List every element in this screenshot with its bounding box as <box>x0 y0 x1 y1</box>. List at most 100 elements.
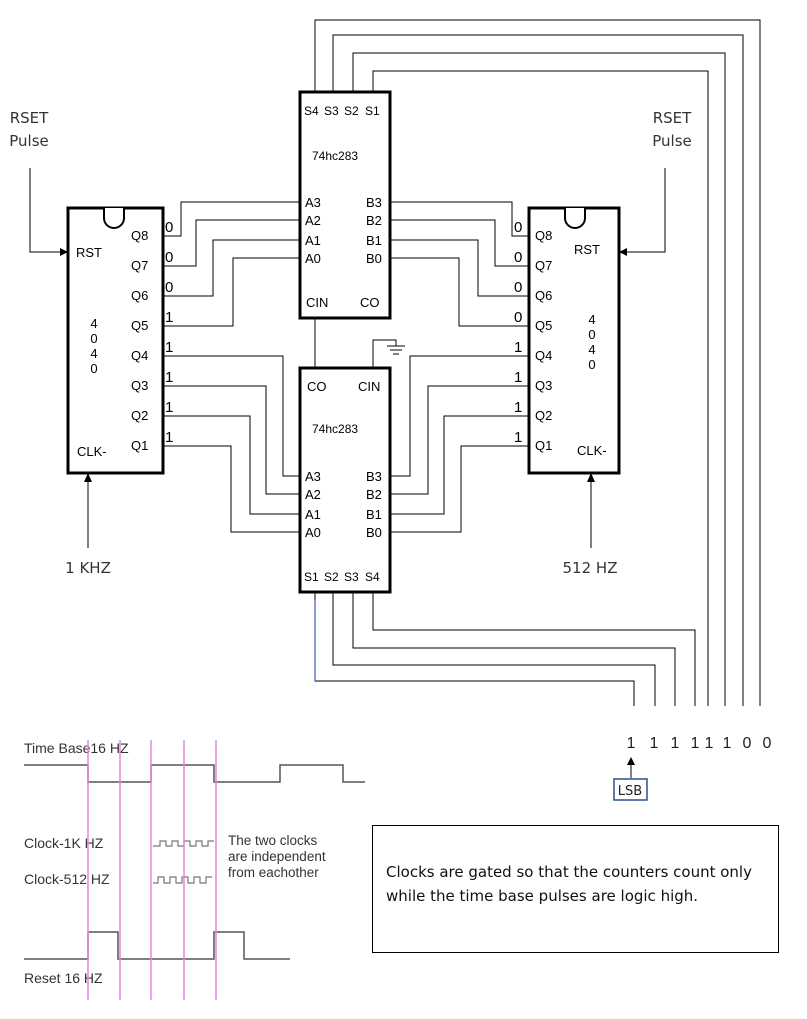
right-bit-7: 1 <box>514 429 522 446</box>
wire-right-reset <box>624 168 666 253</box>
wire-lq4-a3 <box>163 355 300 477</box>
wire-lq8-a3 <box>163 201 300 237</box>
right-bit-3: 0 <box>514 309 522 326</box>
wire-rq4-b3 <box>390 355 529 477</box>
upper-input-a1: A1 <box>305 233 321 248</box>
left-output-q8: Q8 <box>131 228 148 243</box>
gating-note: Clocks are gated so that the counters co… <box>372 825 779 953</box>
time-base-wave <box>24 764 365 783</box>
left-clk-label: CLK- <box>77 444 107 459</box>
reset-wave <box>24 931 290 960</box>
upper-adder-part: 74hc283 <box>312 149 358 163</box>
upper-input-b3: B3 <box>366 195 382 210</box>
left-bit-4: 1 <box>165 339 173 356</box>
clock-512-label: Clock-512 HZ <box>24 871 110 887</box>
left-output-q2: Q2 <box>131 408 148 423</box>
upper-input-b2: B2 <box>366 213 382 228</box>
left-output-q5: Q5 <box>131 318 148 333</box>
upper-input-b1: B1 <box>366 233 382 248</box>
right-clk-label: CLK- <box>577 443 607 458</box>
wire-rq5-b0 <box>390 257 529 327</box>
lsb-label: LSB <box>618 784 642 799</box>
lower-input-b3: B3 <box>366 469 382 484</box>
left-bit-7: 1 <box>165 429 173 446</box>
right-output-q6: Q6 <box>535 288 552 303</box>
timing-diagram: Time Base16 HZ Clock-1K HZ The two clock… <box>24 740 365 1000</box>
left-bit-1: 0 <box>165 249 173 266</box>
reset-label: Reset 16 HZ <box>24 970 103 986</box>
left-bit-2: 0 <box>165 279 173 296</box>
left-output-q4: Q4 <box>131 348 148 363</box>
lower-input-b2: B2 <box>366 487 382 502</box>
clock-1k-label: Clock-1K HZ <box>24 835 104 851</box>
result-bit-4: 1 <box>705 735 714 752</box>
lower-adder-part: 74hc283 <box>312 422 358 436</box>
result-bit-0: 1 <box>627 735 636 752</box>
left-bit-0: 0 <box>165 219 173 236</box>
left-output-q6: Q6 <box>131 288 148 303</box>
right-bit-1: 0 <box>514 249 522 266</box>
lower-input-a3: A3 <box>305 469 321 484</box>
upper-sum-s1: S1 <box>365 104 380 118</box>
right-output-q4: Q4 <box>535 348 552 363</box>
wire-lq1-a0 <box>163 445 300 533</box>
lower-input-a0: A0 <box>305 525 321 540</box>
upper-sum-s4: S4 <box>304 104 319 118</box>
upper-input-a3: A3 <box>305 195 321 210</box>
result-bit-7: 0 <box>763 735 772 752</box>
result-bit-6: 0 <box>743 735 752 752</box>
lower-input-b0: B0 <box>366 525 382 540</box>
right-rst-label: RST <box>574 242 600 257</box>
result-bit-2: 1 <box>671 735 680 752</box>
wire-ls2 <box>332 592 656 706</box>
right-output-q8: Q8 <box>535 228 552 243</box>
upper-sum-s2: S2 <box>344 104 359 118</box>
lower-co-label: CO <box>307 379 327 394</box>
lower-input-a2: A2 <box>305 487 321 502</box>
result-bit-3: 1 <box>691 735 700 752</box>
right-bit-6: 1 <box>514 399 522 416</box>
right-output-q3: Q3 <box>535 378 552 393</box>
wire-cin-ground <box>372 339 397 368</box>
right-output-q5: Q5 <box>535 318 552 333</box>
right-output-q1: Q1 <box>535 438 552 453</box>
wire-rq3-b2 <box>390 385 529 495</box>
time-base-label: Time Base16 HZ <box>24 740 129 756</box>
lower-cin-label: CIN <box>358 379 380 394</box>
lower-sum-s4: S4 <box>365 570 380 584</box>
wire-lq7-a2 <box>163 219 300 267</box>
wires <box>29 19 761 778</box>
lower-input-a1: A1 <box>305 507 321 522</box>
wire-rq2-b1 <box>390 415 529 515</box>
upper-sum-s3: S3 <box>324 104 339 118</box>
left-bit-5: 1 <box>165 369 173 386</box>
wire-ls4 <box>372 592 696 706</box>
left-output-q3: Q3 <box>131 378 148 393</box>
arrowheads <box>60 248 635 765</box>
wire-s1-up <box>372 70 709 706</box>
wire-s3-up <box>332 34 744 706</box>
lower-sum-s1: S1 <box>304 570 319 584</box>
upper-co-label: CO <box>360 295 380 310</box>
wire-lq5-a0 <box>163 257 300 327</box>
wire-rq7-b2 <box>390 219 529 267</box>
left-rst-label: RST <box>76 245 102 260</box>
upper-cin-label: CIN <box>306 295 328 310</box>
upper-input-a0: A0 <box>305 251 321 266</box>
timing-markers <box>87 740 217 1000</box>
upper-input-a2: A2 <box>305 213 321 228</box>
wire-rq6-b1 <box>390 239 529 297</box>
left-bit-3: 1 <box>165 309 173 326</box>
upper-input-b0: B0 <box>366 251 382 266</box>
result-bit-5: 1 <box>723 735 732 752</box>
wire-s4-up <box>314 19 761 706</box>
